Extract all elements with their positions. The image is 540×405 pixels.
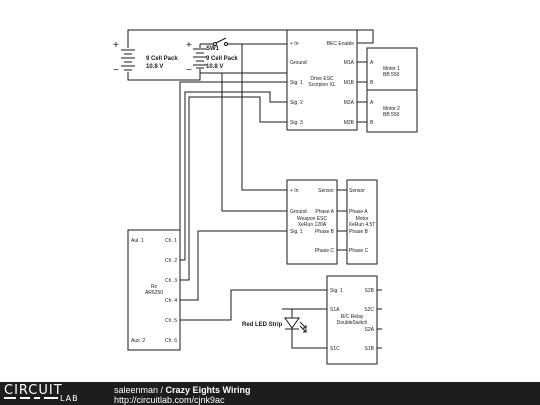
circuit-url[interactable]: http://circuitlab.com/cjnk9ac	[114, 395, 225, 405]
wire	[180, 230, 287, 301]
weapon-esc-box	[286, 179, 338, 265]
rc-relay-title-2: DoubleSwitch	[337, 320, 368, 326]
drive-esc-pin-m1b: M1B	[344, 80, 355, 86]
battery-2-plus: +	[186, 40, 192, 51]
receiver-pin-ch1: Ch. 1	[165, 238, 177, 244]
weapon-esc-pin-phase-c: Phase C	[315, 248, 335, 254]
rc-relay-pin-s2a: S2A	[365, 327, 375, 333]
weapon-motor-title-1: Motor	[356, 216, 369, 222]
drive-esc-pin-bec-enable: BEC Enable	[327, 41, 354, 47]
motor-2-title-2: BB 550	[383, 112, 400, 118]
receiver-box	[127, 229, 181, 351]
receiver-pin-aux1: Aul. 1	[131, 238, 144, 244]
wire	[127, 72, 287, 81]
rc-relay-box	[326, 275, 378, 365]
motor-2-title-1: Motor 2	[383, 106, 400, 112]
credit-separator: /	[158, 385, 166, 395]
weapon-esc-title-1: Weapon ESC	[297, 216, 328, 222]
switch-label: SW1	[206, 46, 220, 52]
circuitlab-logo-text: CIRCUIT	[4, 383, 63, 398]
drive-esc-pin-ground: Ground	[290, 60, 307, 66]
wire	[180, 96, 287, 281]
motor-1-title-2: BB 550	[383, 72, 400, 78]
receiver-pin-ch6: Ch. 6	[165, 338, 177, 344]
weapon-esc-pin-phase-a: Phase A	[315, 209, 334, 215]
motor-2-pin-a: A	[370, 100, 374, 106]
wire	[179, 81, 287, 240]
weapon-esc-title-2: XeRun 120A	[298, 222, 327, 228]
author-name[interactable]: saleenman	[114, 385, 159, 395]
wire	[127, 29, 374, 44]
receiver-title-2: AR6250	[145, 290, 163, 296]
drive-esc-title-1: Drive ESC	[310, 76, 334, 82]
receiver-pin-ch2: Ch. 2	[165, 258, 177, 264]
drive-esc-pin-sig2: Sig. 2	[290, 100, 303, 106]
battery-1	[121, 49, 135, 71]
schematic-canvas: + − 9 Cell Pack 10.8 V + − 9 Cell Pack 1…	[113, 29, 418, 365]
credit-line: saleenman / Crazy Eights Wiring	[114, 385, 250, 395]
battery-1-name: 9 Cell Pack	[146, 56, 178, 62]
battery-2-name: 9 Cell Pack	[206, 56, 238, 62]
drive-esc-pin-m1a: M1A	[344, 60, 355, 66]
rc-relay-title-1: R/C Relay	[341, 314, 364, 320]
drive-esc-pin-sig1: Sig. 1	[290, 80, 303, 86]
led-label: Red LED Strip	[242, 322, 283, 328]
weapon-esc-pin-ground: Ground	[290, 209, 307, 215]
receiver-pin-aux2: Aux. 2	[131, 338, 145, 344]
battery-2-minus: −	[186, 65, 192, 76]
motor-1-title-1: Motor 1	[383, 66, 400, 72]
weapon-motor-pin-phase-a: Phase A	[349, 209, 368, 215]
rc-relay-pin-s2c: S2C	[364, 307, 374, 313]
rc-relay-pin-sig1: Sig. 1	[330, 288, 343, 294]
rc-relay-pin-s1a: S1A	[330, 307, 340, 313]
receiver-pin-ch4: Ch. 4	[165, 298, 177, 304]
weapon-motor-pin-phase-c: Phase C	[349, 248, 369, 254]
weapon-motor-pin-phase-b: Phase B	[349, 229, 369, 235]
weapon-esc-pin-plus-in: + In	[290, 188, 299, 194]
motor-1-pin-b: B	[370, 80, 374, 86]
wire	[221, 73, 287, 212]
weapon-esc-pin-sig1: Sig. 1	[290, 229, 303, 235]
motor-1-pin-a: A	[370, 60, 374, 66]
drive-esc-pin-m2b: M2B	[344, 120, 355, 126]
rc-relay-pin-s1c: S1C	[330, 346, 340, 352]
drive-esc-title-2: Scorpion XL	[308, 82, 335, 88]
receiver-title-1: Rx	[151, 284, 158, 290]
footer-bar: CIRCUIT LAB saleenman / Crazy Eights Wir…	[0, 382, 540, 405]
weapon-motor-pin-sensor: Sensor	[349, 188, 365, 194]
wire	[180, 91, 287, 261]
receiver-pin-ch3: Ch. 3	[165, 278, 177, 284]
drive-esc-pin-m2a: M2A	[344, 100, 355, 106]
battery-1-plus: +	[113, 40, 119, 51]
circuit-title: Crazy Eights Wiring	[165, 385, 251, 395]
weapon-esc-pin-sensor: Sensor	[318, 188, 334, 194]
circuitlab-logo-icon	[4, 397, 58, 402]
wire	[291, 329, 327, 349]
circuitlab-logo-subtext: LAB	[60, 394, 79, 403]
weapon-motor-title-2: XeRun 4.5T	[349, 222, 376, 228]
wire	[241, 44, 287, 191]
receiver-pin-ch5: Ch. 5	[165, 318, 177, 324]
battery-1-voltage: 10.8 V	[146, 64, 163, 70]
rc-relay-pin-s2b: S2B	[365, 288, 375, 294]
weapon-motor-box	[346, 179, 378, 265]
weapon-esc-pin-phase-b: Phase B	[315, 229, 335, 235]
rc-relay-pin-s1b: S1B	[365, 346, 375, 352]
drive-esc-box	[286, 29, 358, 131]
motor-2-pin-b: B	[370, 120, 374, 126]
led-icon	[284, 317, 307, 333]
battery-1-minus: −	[113, 65, 119, 76]
battery-2	[193, 48, 207, 69]
battery-2-voltage: 10.8 V	[206, 64, 223, 70]
switch-sw1	[213, 37, 228, 46]
wire	[180, 289, 327, 321]
motor-2-box	[366, 89, 418, 133]
drive-esc-pin-sig3: Sig. 3	[290, 120, 303, 126]
drive-esc-pin-plus-in: + In	[290, 41, 299, 47]
